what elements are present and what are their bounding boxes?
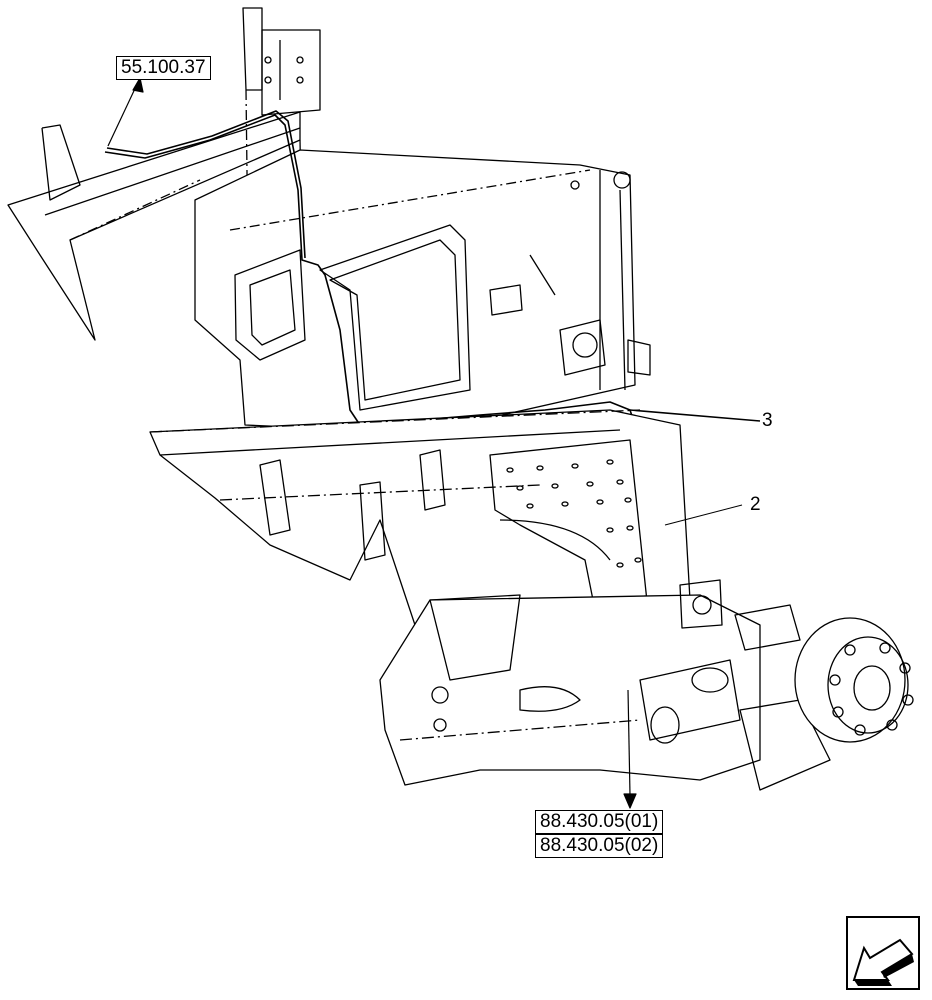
reference-box-55-100-37[interactable]: 55.100.37 [116, 56, 211, 80]
reference-arrow-bottom [623, 689, 637, 809]
previous-page-arrow-icon [852, 938, 914, 986]
callout-item-3: 3 [762, 410, 773, 431]
callout-item-2: 2 [750, 494, 761, 515]
reference-box-88-430-05-02[interactable]: 88.430.05(02) [535, 834, 664, 858]
reference-box-88-430-05-01[interactable]: 88.430.05(01) [535, 810, 664, 834]
reference-arrow-top [107, 77, 144, 147]
previous-page-button[interactable] [846, 916, 920, 990]
wheel-hub [794, 617, 914, 743]
main-side-panel [194, 149, 651, 431]
lower-chassis-axle [379, 579, 831, 791]
leader-line-2 [664, 504, 743, 526]
